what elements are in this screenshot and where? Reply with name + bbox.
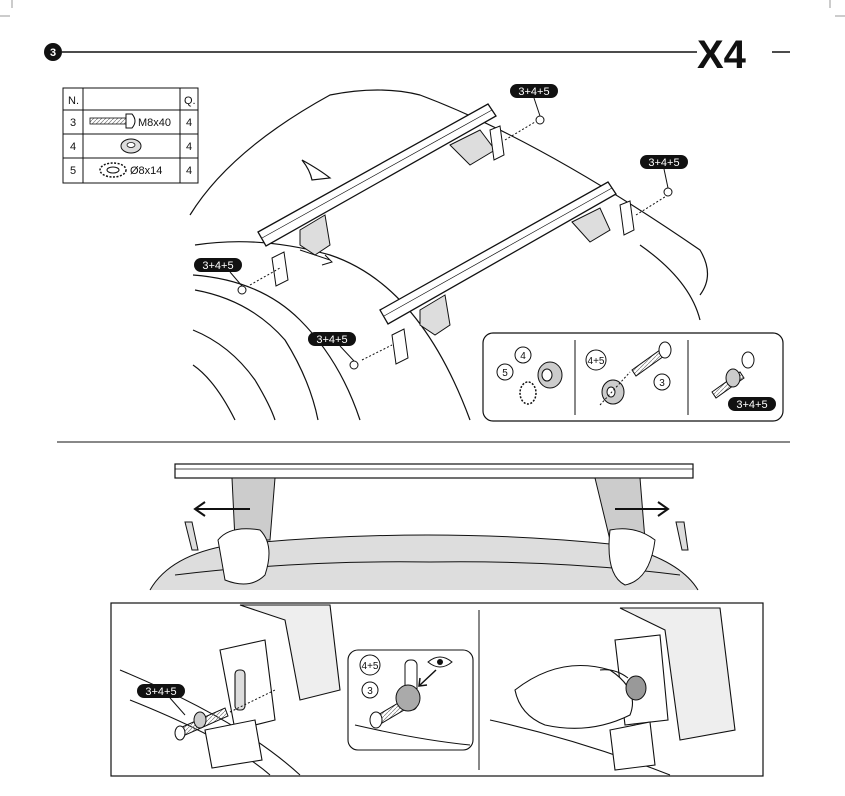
svg-text:3: 3 xyxy=(659,378,665,389)
callout-part-4-5 xyxy=(359,654,381,676)
callout-3-4-5-d: 3+4+5 xyxy=(308,332,356,362)
svg-text:3+4+5: 3+4+5 xyxy=(736,399,767,411)
callout-part-4-5 xyxy=(585,349,607,371)
table-header-n: N. xyxy=(68,95,79,107)
bolt-icon xyxy=(711,351,755,399)
callout-3-4-5-c: 3+4+5 xyxy=(194,258,243,287)
washer-icon xyxy=(601,379,625,405)
step-number: 3 xyxy=(50,47,56,59)
zoom-inset: 4+5 3 xyxy=(347,649,474,751)
bolt-icon xyxy=(174,707,229,741)
table-header-q: Q. xyxy=(184,95,196,107)
lock-washer-icon xyxy=(99,162,127,178)
callout-3-4-5-b: 3+4+5 xyxy=(640,155,688,189)
svg-text:3+4+5: 3+4+5 xyxy=(145,686,176,698)
svg-text:3: 3 xyxy=(367,686,373,697)
bolt-icon xyxy=(369,684,421,729)
callout-3-4-5-f: 3+4+5 xyxy=(137,684,186,716)
car-roof-illustration xyxy=(189,89,709,421)
svg-text:3+4+5: 3+4+5 xyxy=(202,260,233,272)
table-row-1-n: 3 xyxy=(70,117,76,129)
table-row-3-q: 4 xyxy=(186,165,192,177)
svg-text:5: 5 xyxy=(502,368,508,379)
svg-text:3+4+5: 3+4+5 xyxy=(518,86,549,98)
table-row-2-n: 4 xyxy=(70,141,76,153)
arrow-right-icon xyxy=(615,501,670,517)
bolt-icon xyxy=(89,113,136,129)
lock-washer-icon xyxy=(519,381,537,405)
callout-3-4-5-e: 3+4+5 xyxy=(728,397,776,411)
callout-part-4 xyxy=(514,346,532,364)
callout-part-3 xyxy=(653,373,671,391)
svg-text:3+4+5: 3+4+5 xyxy=(648,157,679,169)
arrow-left-icon xyxy=(193,501,250,517)
rear-roof-bar xyxy=(361,181,669,365)
table-row-3-label: Ø8x14 xyxy=(130,165,162,177)
bar-positioning-illustration xyxy=(149,463,699,591)
callout-part-3 xyxy=(361,681,379,699)
table-row-2-q: 4 xyxy=(186,141,192,153)
svg-text:4+5: 4+5 xyxy=(362,661,379,672)
parts-table xyxy=(62,87,199,184)
callout-3-4-5-a: 3+4+5 xyxy=(510,84,558,117)
detail-panel: 3+4+5 4+5 3 xyxy=(110,602,764,777)
washer-icon xyxy=(120,138,142,154)
table-row-1-q: 4 xyxy=(186,117,192,129)
crop-marks xyxy=(0,0,845,17)
step-header: 3 X4 xyxy=(44,33,790,77)
washer-icon xyxy=(625,675,647,701)
svg-text:3+4+5: 3+4+5 xyxy=(316,334,347,346)
washer-icon xyxy=(537,361,563,389)
quantity-multiplier: X4 xyxy=(697,33,747,77)
bolt-icon xyxy=(631,341,672,377)
svg-text:4: 4 xyxy=(520,351,526,362)
table-row-3-n: 5 xyxy=(70,165,76,177)
svg-text:4+5: 4+5 xyxy=(588,356,605,367)
step-number-badge xyxy=(44,43,62,61)
hardware-inset: 4 5 4+5 3 3+4+5 xyxy=(482,332,784,422)
table-row-1-label: M8x40 xyxy=(138,117,171,129)
front-roof-bar xyxy=(249,103,536,287)
eye-icon xyxy=(418,656,453,687)
callout-part-5 xyxy=(496,363,514,381)
